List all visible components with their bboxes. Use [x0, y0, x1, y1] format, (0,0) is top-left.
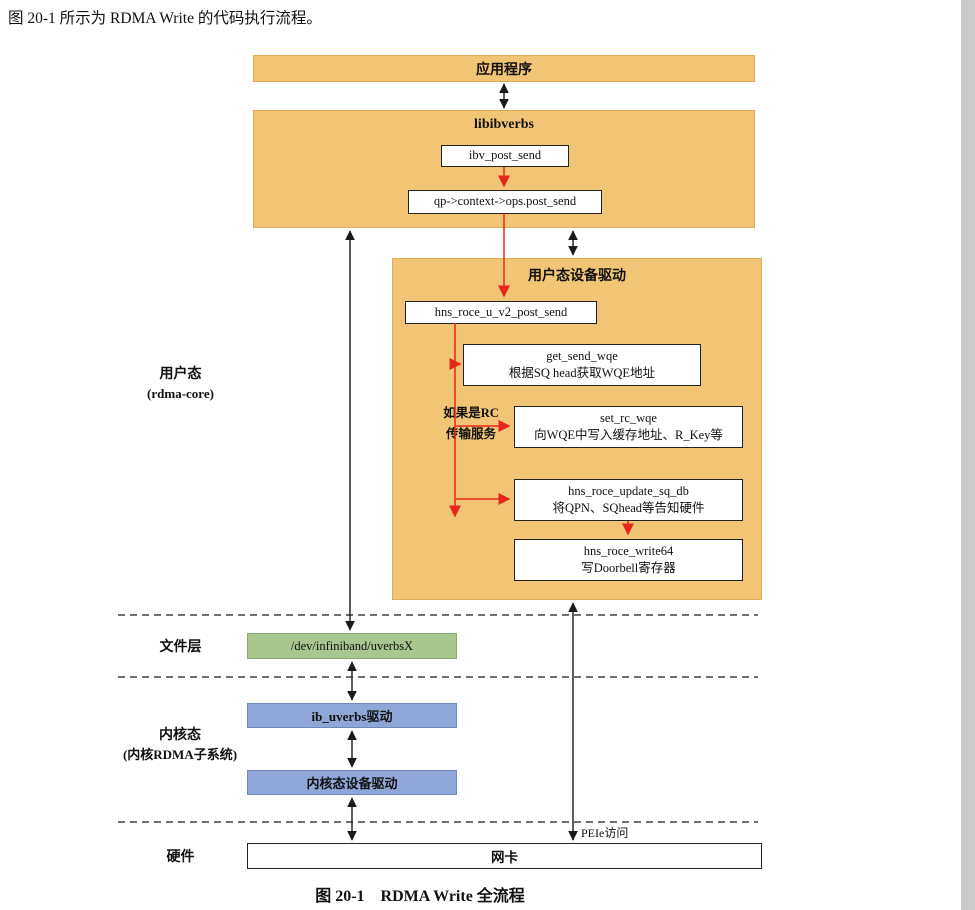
rc-condition-label: 如果是RC 传输服务 — [438, 403, 504, 446]
user-driver-box: 用户态设备驱动 hns_roce_u_v2_post_send get_send… — [392, 258, 762, 600]
get-send-wqe-line2: 根据SQ head获取WQE地址 — [508, 366, 656, 380]
update-sq-db-line1: hns_roce_update_sq_db — [568, 483, 689, 498]
set-rc-wqe-box: set_rc_wqe 向WQE中写入缓存地址、R_Key等 — [514, 406, 743, 448]
layer-label-hardware: 硬件 — [166, 850, 195, 865]
user-mode-label: 用户态 — [159, 367, 202, 382]
get-send-wqe-box: get_send_wqe 根据SQ head获取WQE地址 — [463, 344, 701, 386]
layer-label-user-mode: 用户态 (rdma-core) — [118, 365, 243, 404]
kernel-device-driver-box: 内核态设备驱动 — [247, 770, 457, 795]
libibverbs-title: libibverbs — [474, 117, 534, 132]
intro-text: 图 20-1 所示为 RDMA Write 的代码执行流程。 — [8, 10, 322, 27]
qp-ops-post-send-box: qp->context->ops.post_send — [408, 190, 602, 214]
update-sq-db-box: hns_roce_update_sq_db 将QPN、SQhead等告知硬件 — [514, 479, 743, 521]
app-box: 应用程序 — [253, 55, 755, 82]
set-rc-wqe-line1: set_rc_wqe — [600, 410, 657, 425]
kernel-mode-sublabel: (内核RDMA子系统) — [122, 747, 238, 763]
write64-line1: hns_roce_write64 — [583, 543, 674, 558]
libibverbs-box: libibverbs ibv_post_send qp->context->op… — [253, 110, 755, 228]
set-rc-wqe-line2: 向WQE中写入缓存地址、R_Key等 — [534, 428, 723, 442]
nic-box: 网卡 — [247, 843, 762, 869]
kernel-mode-label: 内核态 — [159, 728, 201, 743]
write64-box: hns_roce_write64 写Doorbell寄存器 — [514, 539, 743, 581]
layer-label-file: 文件层 — [159, 640, 202, 655]
hns-post-send-box: hns_roce_u_v2_post_send — [405, 301, 597, 324]
update-sq-db-line2: 将QPN、SQhead等告知硬件 — [552, 501, 705, 515]
pcie-access-label: PEIe访问 — [581, 826, 629, 840]
rc-condition-line2: 传输服务 — [445, 427, 496, 442]
user-mode-sublabel: (rdma-core) — [147, 386, 214, 402]
user-driver-title: 用户态设备驱动 — [528, 269, 626, 284]
ibv-post-send-box: ibv_post_send — [441, 145, 569, 167]
layer-label-kernel: 内核态 (内核RDMA子系统) — [100, 726, 260, 765]
figure-caption: 图 20-1 RDMA Write 全流程 — [315, 888, 525, 905]
get-send-wqe-line1: get_send_wqe — [546, 348, 618, 363]
page-edge-strip — [961, 0, 975, 910]
rc-condition-line1: 如果是RC — [443, 406, 499, 420]
write64-line2: 写Doorbell寄存器 — [581, 561, 676, 575]
ib-uverbs-driver-box: ib_uverbs驱动 — [247, 703, 457, 728]
dev-uverbs-box: /dev/infiniband/uverbsX — [247, 633, 457, 659]
